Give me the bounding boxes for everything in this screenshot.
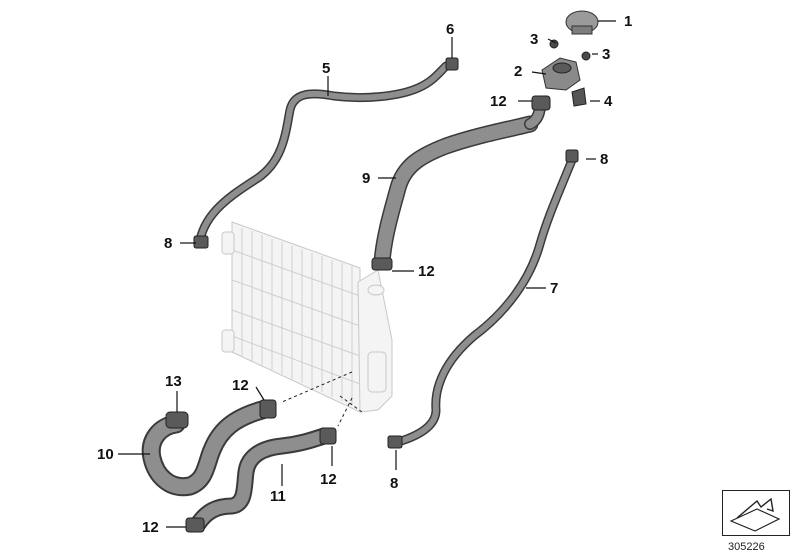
routing-dashes <box>281 371 363 427</box>
reference-number: 305226 <box>728 541 765 553</box>
radiator-fins <box>231 228 361 405</box>
screw <box>549 39 559 49</box>
hose-9 <box>373 98 546 271</box>
clamp-13 <box>165 411 189 429</box>
leader-lines <box>118 20 616 528</box>
hose-5 <box>193 57 459 249</box>
callout-10: 10 <box>97 446 114 463</box>
hose-end-clamp <box>445 57 459 71</box>
callout-12-radiator: 12 <box>418 263 435 280</box>
callout-12-filler: 12 <box>490 93 507 110</box>
callout-8-left: 8 <box>164 235 172 252</box>
callout-13: 13 <box>165 373 182 390</box>
callout-8-bottom: 8 <box>390 475 398 492</box>
callout-5: 5 <box>322 60 330 77</box>
callout-4: 4 <box>604 93 613 110</box>
parts-reference-box <box>722 490 790 536</box>
hose-end-clamp <box>193 235 209 249</box>
callout-3-right: 3 <box>602 46 610 63</box>
callout-11: 11 <box>270 488 286 505</box>
callout-2: 2 <box>514 63 522 80</box>
callout-7: 7 <box>550 280 558 297</box>
callout-9: 9 <box>362 170 370 187</box>
filler-neck-assembly <box>541 10 599 107</box>
callout-12-hose-10: 12 <box>232 377 249 394</box>
hose-11 <box>189 427 333 533</box>
hose-clamps <box>165 95 551 533</box>
hose-end-clamp <box>387 435 403 449</box>
hose-end-clamp <box>565 149 579 163</box>
clamp-12-hose-11-end <box>185 517 205 533</box>
callout-1: 1 <box>624 13 632 30</box>
bracket <box>571 87 587 107</box>
hose-7 <box>387 149 579 449</box>
callout-12-hose-11: 12 <box>320 471 337 488</box>
clamp-12-radiator-top <box>371 257 393 271</box>
screw <box>581 51 591 61</box>
callout-6: 6 <box>446 21 454 38</box>
radiator-ghost <box>221 221 393 413</box>
parts-reference-arrow-icon <box>729 497 781 532</box>
callout-12-bottom: 12 <box>142 519 159 536</box>
clamp-12-filler-neck <box>531 95 551 111</box>
callout-3-left: 3 <box>530 31 538 48</box>
callout-8-top: 8 <box>600 151 608 168</box>
clamp-12-hose-11 <box>319 427 337 445</box>
callout-numbers: 1 3 3 2 4 12 6 5 8 9 8 12 7 13 12 12 10 … <box>97 13 632 536</box>
hose-10 <box>141 400 272 497</box>
clamp-12-hose-10 <box>259 399 277 419</box>
